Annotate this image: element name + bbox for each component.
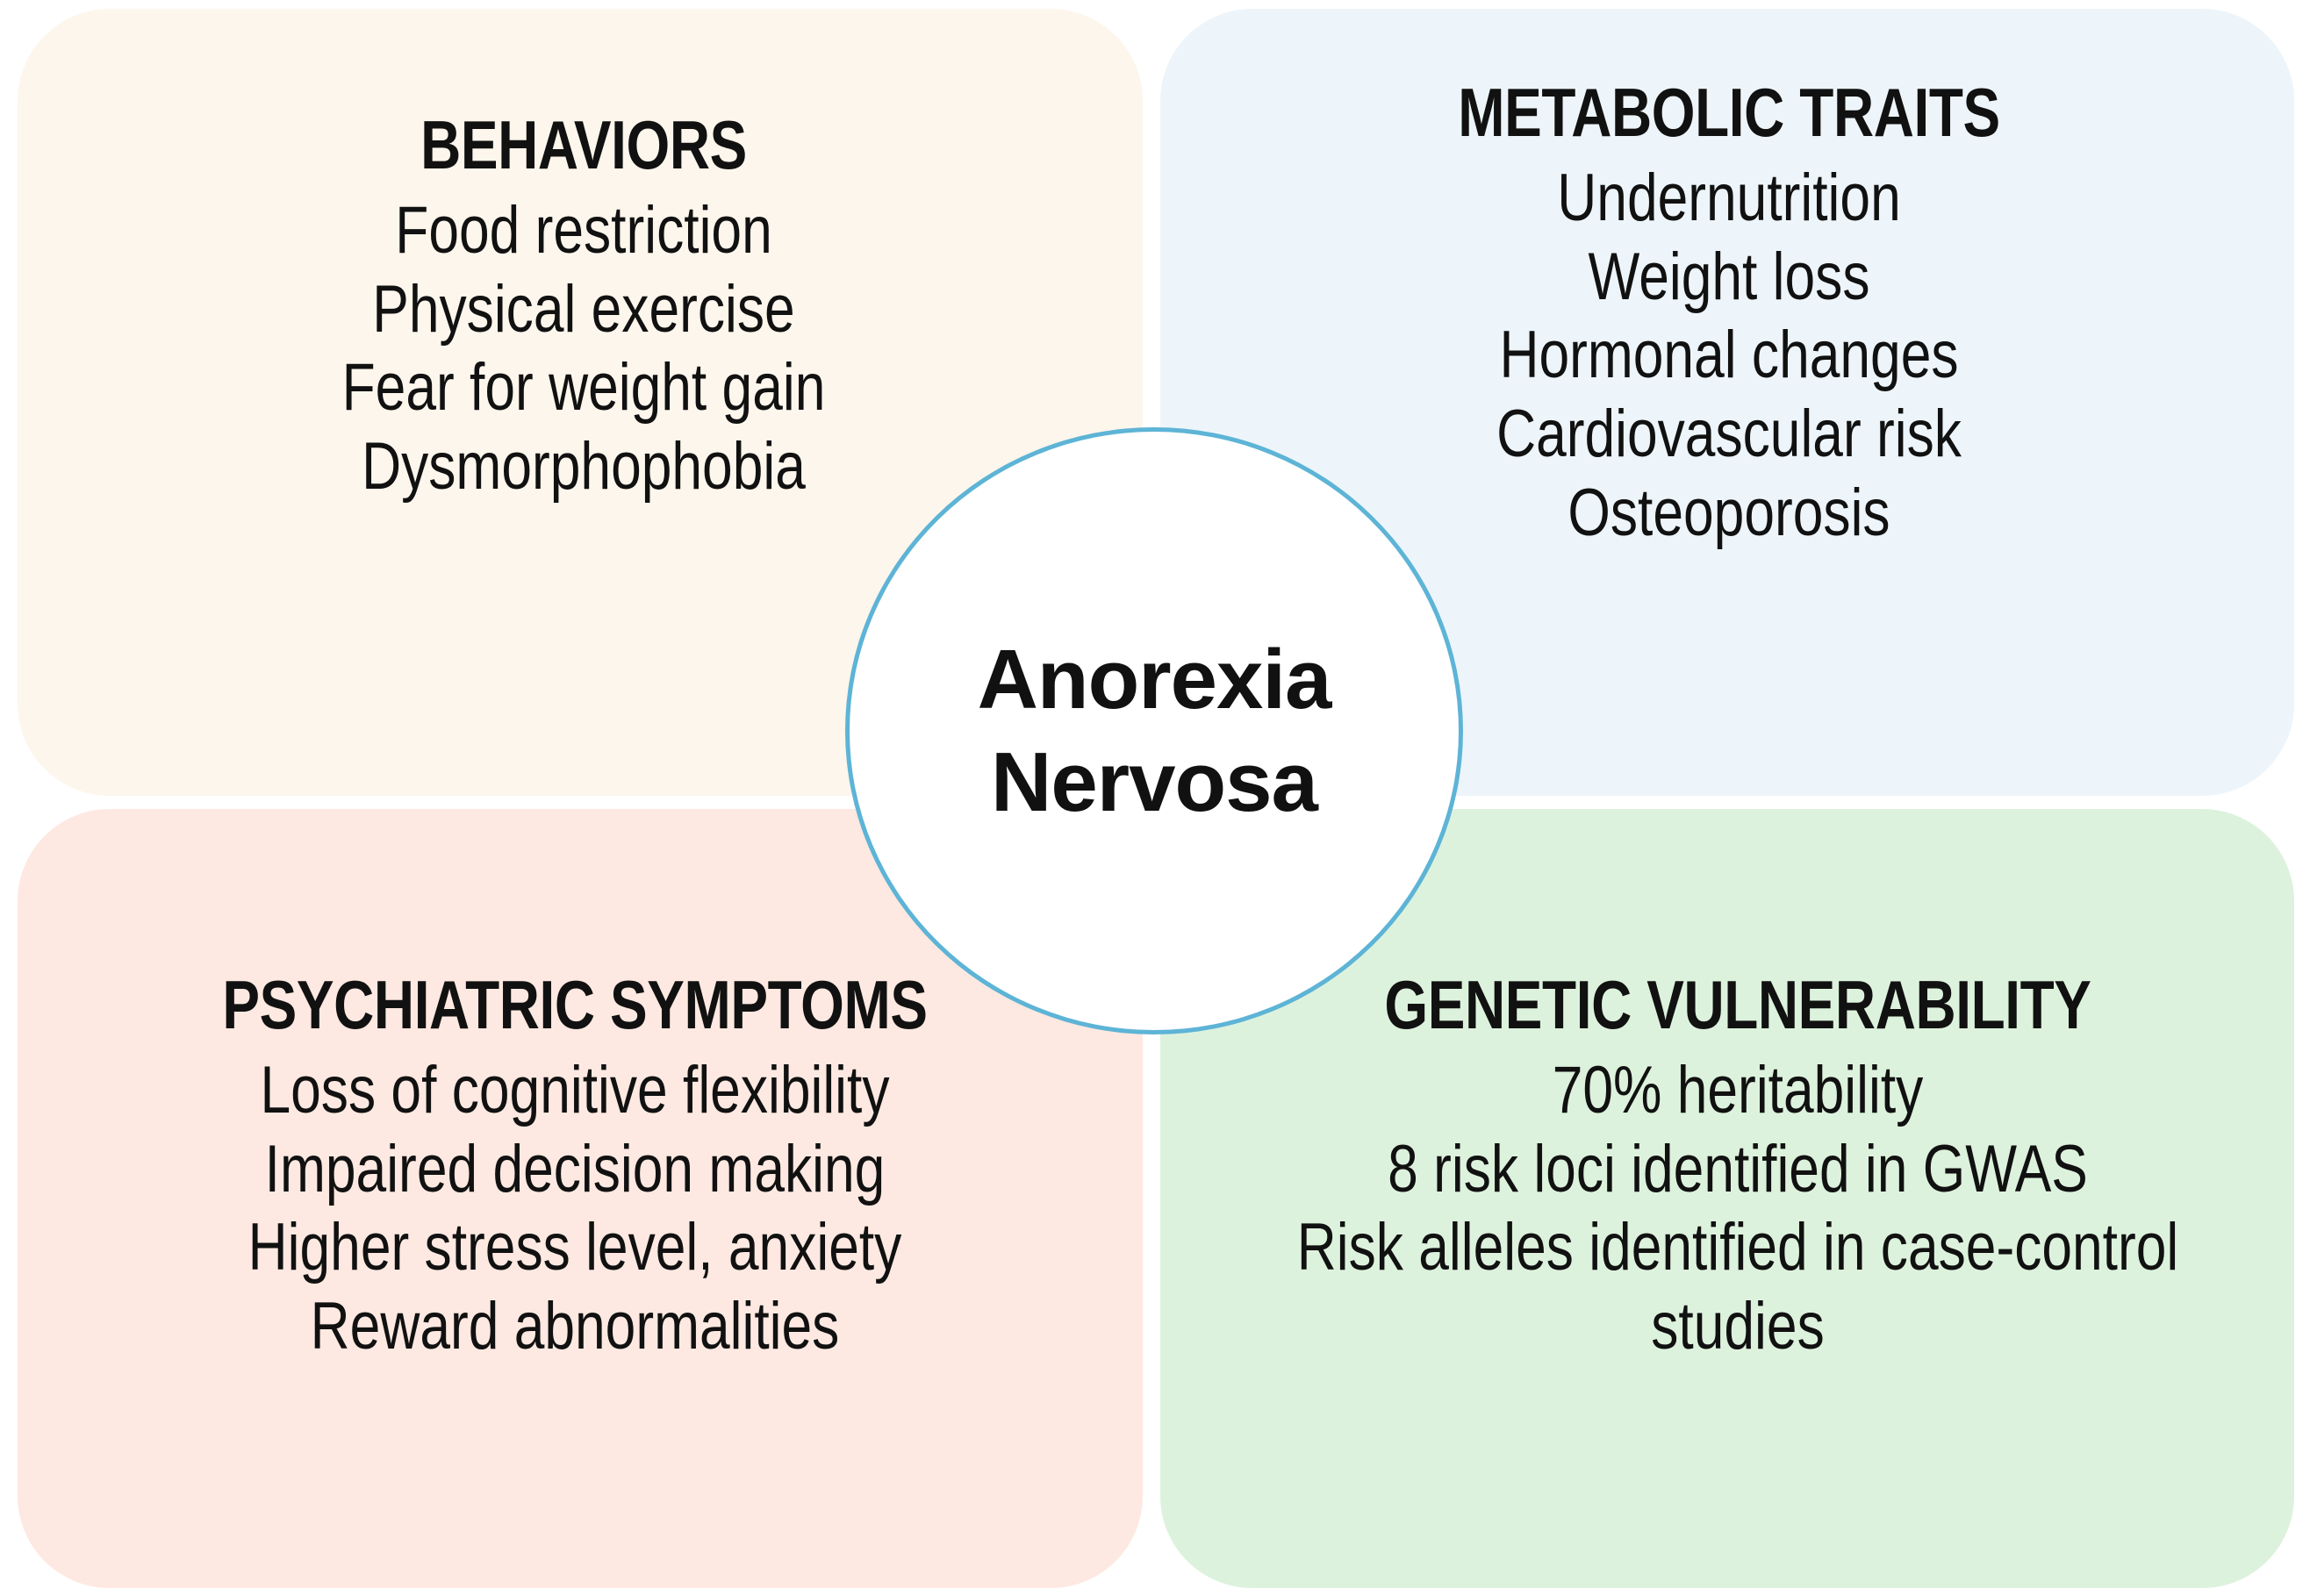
quadrant-title-metabolic-traits: METABOLIC TRAITS [1458, 74, 2000, 151]
list-item: Hormonal changes [1499, 318, 1959, 393]
list-item: Physical exercise [372, 271, 795, 347]
quadrant-title-genetic-vulnerability: GENETIC VULNERABILITY [1384, 966, 2091, 1043]
quadrant-title-behaviors: BEHAVIORS [420, 106, 747, 183]
list-item: Weight loss [1588, 239, 1870, 314]
list-item: Reward abnormalities [310, 1289, 840, 1364]
list-item: Undernutrition [1557, 161, 1901, 236]
quadrant-list-genetic-vulnerability: 70% heritability 8 risk loci identified … [1281, 1051, 2194, 1366]
list-item: Risk alleles identified in case-control … [1296, 1210, 2179, 1364]
quadrant-text-psychiatric-symptoms: PSYCHIATRIC SYMPTOMS Loss of cognitive f… [26, 966, 1123, 1366]
list-item: 70% heritability [1552, 1053, 1924, 1128]
quadrant-list-metabolic-traits: Undernutrition Weight loss Hormonal chan… [1268, 159, 2190, 552]
quadrant-text-behaviors: BEHAVIORS Food restriction Physical exer… [53, 106, 1115, 506]
quadrant-list-behaviors: Food restriction Physical exercise Fear … [148, 191, 1019, 506]
list-item: Osteoporosis [1568, 475, 1890, 550]
list-item: Fear for weight gain [341, 350, 826, 426]
list-item: Cardiovascular risk [1496, 397, 1962, 472]
quadrant-list-psychiatric-symptoms: Loss of cognitive flexibility Impaired d… [126, 1051, 1025, 1366]
list-item: 8 risk loci identified in GWAS [1388, 1131, 2088, 1206]
list-item: Impaired decision making [264, 1131, 886, 1206]
list-item: Higher stress level, anxiety [248, 1210, 902, 1285]
list-item: Dysmorphophobia [362, 429, 806, 505]
quadrant-title-psychiatric-symptoms: PSYCHIATRIC SYMPTOMS [222, 966, 928, 1043]
list-item: Loss of cognitive flexibility [260, 1053, 890, 1128]
center-node-label: Anorexia Nervosa [977, 632, 1332, 829]
quadrant-text-metabolic-traits: METABOLIC TRAITS Undernutrition Weight l… [1167, 74, 2291, 552]
quadrant-text-genetic-vulnerability: GENETIC VULNERABILITY 70% heritability 8… [1180, 966, 2295, 1366]
list-item: Food restriction [395, 193, 772, 268]
center-node-anorexia-nervosa: Anorexia Nervosa [845, 427, 1463, 1034]
